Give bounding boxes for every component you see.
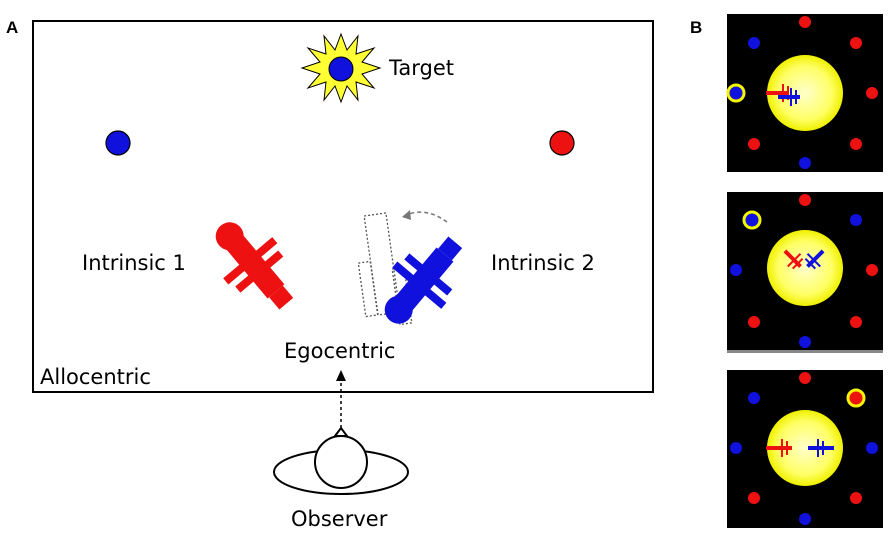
panel-b-letter: B: [690, 18, 702, 37]
target-star-icon: [300, 32, 382, 104]
observer-label: Observer: [291, 507, 388, 531]
allocentric-label: Allocentric: [40, 365, 151, 389]
panel-b-scene-3: [727, 370, 883, 528]
observer-head-icon: [273, 426, 409, 495]
red-cannon-icon: [196, 205, 311, 325]
intrinsic1-label: Intrinsic 1: [82, 251, 186, 275]
rotation-arrowhead-icon: [402, 210, 411, 220]
target-marker: [742, 210, 762, 230]
allocentric-frame: [32, 20, 654, 393]
observer-arrowhead-icon: [336, 370, 346, 381]
panel-a-letter: A: [6, 18, 18, 37]
panel-b-scene-1: [726, 14, 883, 172]
target-marker: [726, 83, 746, 103]
target-marker: [846, 388, 866, 408]
blue-dot: [105, 130, 131, 156]
target-label: Target: [388, 56, 454, 80]
panel-b-scene-2: [727, 192, 883, 353]
blue-cannon-icon: [365, 221, 480, 341]
egocentric-label: Egocentric: [284, 339, 395, 363]
red-dot: [549, 130, 575, 156]
intrinsic2-label: Intrinsic 2: [491, 251, 595, 275]
